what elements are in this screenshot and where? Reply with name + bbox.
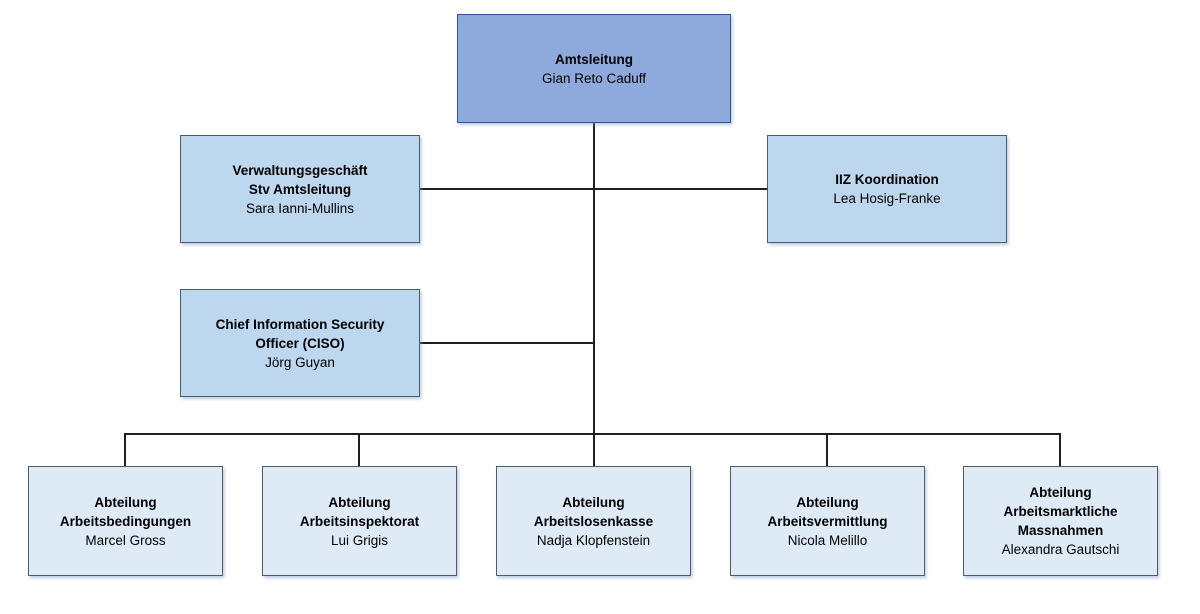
node-title: Verwaltungsgeschäft Stv Amtsleitung [232, 162, 368, 197]
connector-staff-level [420, 188, 767, 190]
node-title: Abteilung Arbeitsbedingungen [59, 494, 192, 529]
node-title: Chief Information Security Officer (CISO… [215, 316, 385, 351]
org-node-ciso: Chief Information Security Officer (CISO… [180, 289, 420, 397]
node-person: Gian Reto Caduff [541, 70, 647, 86]
org-node-verwaltungsgeschaeft: Verwaltungsgeschäft Stv Amtsleitung Sara… [180, 135, 420, 243]
connector-trunk [593, 123, 595, 434]
node-title: Amtsleitung [554, 51, 633, 67]
connector-drop-arbeitsmarktliche [1059, 434, 1061, 466]
node-person: Alexandra Gautschi [1001, 542, 1120, 557]
org-node-arbeitslosenkasse: Abteilung Arbeitslosenkasse Nadja Klopfe… [496, 466, 691, 576]
org-node-arbeitsinspektorat: Abteilung Arbeitsinspektorat Lui Grigis [262, 466, 457, 576]
connector-departments-bus [124, 433, 1061, 435]
node-person: Marcel Gross [85, 532, 166, 548]
connector-drop-arbeitsvermittlung [826, 434, 828, 466]
node-person: Nicola Melillo [787, 532, 868, 548]
node-title: IIZ Koordination [835, 172, 939, 187]
org-node-arbeitsmarktliche-massnahmen: Abteilung Arbeitsmarktliche Massnahmen A… [963, 466, 1158, 576]
node-person: Lea Hosig-Franke [833, 191, 941, 206]
org-node-amtsleitung: Amtsleitung Gian Reto Caduff [457, 14, 731, 123]
org-node-iiz-koordination: IIZ Koordination Lea Hosig-Franke [767, 135, 1007, 243]
node-title: Abteilung Arbeitsinspektorat [299, 494, 420, 529]
connector-drop-arbeitsinspektorat [358, 434, 360, 466]
connector-ciso [420, 342, 594, 344]
connector-drop-arbeitsbedingungen [124, 434, 126, 466]
node-person: Lui Grigis [330, 532, 389, 548]
node-person: Jörg Guyan [265, 354, 335, 370]
org-node-arbeitsbedingungen: Abteilung Arbeitsbedingungen Marcel Gros… [28, 466, 223, 576]
connector-drop-arbeitslosenkasse [593, 434, 595, 466]
node-title: Abteilung Arbeitsmarktliche Massnahmen [1003, 485, 1118, 538]
node-title: Abteilung Arbeitsvermittlung [767, 494, 888, 529]
org-node-arbeitsvermittlung: Abteilung Arbeitsvermittlung Nicola Meli… [730, 466, 925, 576]
node-title: Abteilung Arbeitslosenkasse [533, 494, 654, 529]
node-person: Sara Ianni-Mullins [245, 200, 355, 216]
node-person: Nadja Klopfenstein [536, 532, 651, 548]
